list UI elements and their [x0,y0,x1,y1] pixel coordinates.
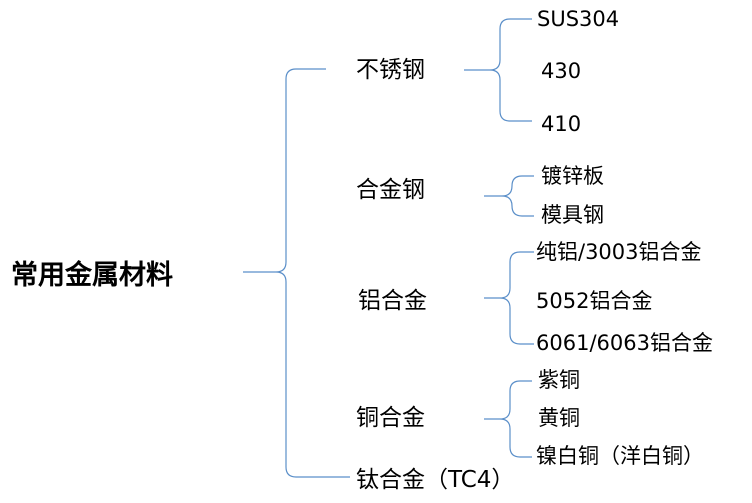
leaf-5052: 5052铝合金 [536,289,653,313]
root-bracket [243,68,350,478]
copper-bracket [484,380,532,458]
leaf-red-copper: 紫铜 [538,368,580,392]
leaf-die-steel: 模具钢 [541,203,604,227]
category-aluminum: 铝合金 [358,288,427,314]
leaf-sus304: SUS304 [537,7,620,31]
aluminum-bracket [484,251,534,345]
root-label: 常用金属材料 [11,260,173,291]
leaf-nickel-silver: 镍白铜（洋白铜） [536,444,704,468]
leaf-430: 430 [541,59,582,83]
category-alloy-steel: 合金钢 [356,177,425,203]
stainless-bracket [464,18,532,122]
leaf-pure-aluminum: 纯铝/3003铝合金 [536,240,702,264]
category-stainless: 不锈钢 [356,57,425,83]
alloy-steel-bracket [484,175,534,217]
leaf-410: 410 [541,112,582,136]
category-copper: 铜合金 [356,405,425,431]
leaf-6061: 6061/6063铝合金 [536,331,713,355]
leaf-galvanized-sheet: 镀锌板 [541,164,604,188]
category-titanium: 钛合金（TC4） [356,467,515,493]
leaf-brass: 黄铜 [538,406,580,430]
